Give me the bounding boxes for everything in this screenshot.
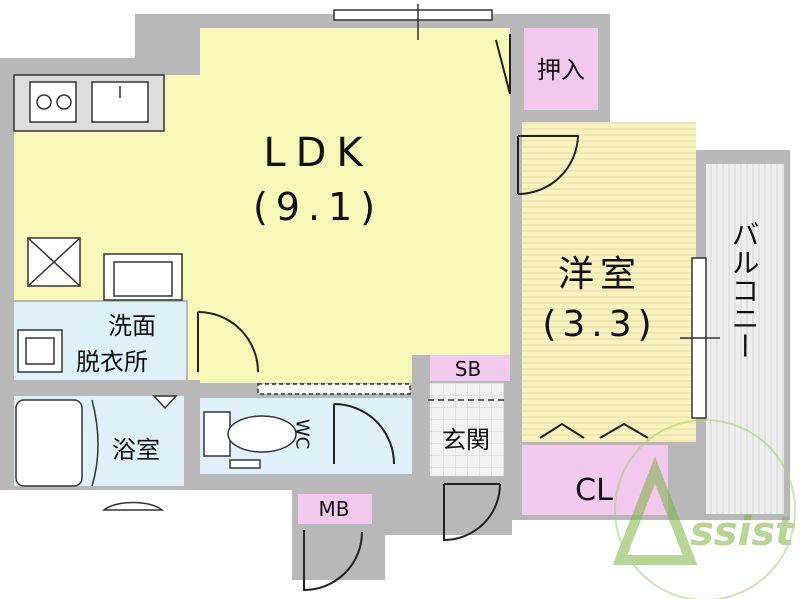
oshiire-label: 押入 [537,56,585,84]
labels: LDK (9.1) 洋室 (3.3) 押入 CL 洗面 脱衣所 浴室 玄関 SB… [76,56,761,521]
bathtub [15,399,83,487]
washroom-door [197,311,259,373]
svg-text:ssist: ssist [690,509,796,555]
entrance-label: 玄関 [442,426,490,454]
western-room-floor [518,122,696,442]
ldk-name: LDK [263,130,372,176]
toilet-handrail [229,459,261,469]
kitchen [13,74,165,287]
balcony-label: バルコニー [728,220,761,360]
balcony-floor [706,164,784,514]
mb-label: MB [319,497,350,521]
assist-watermark-logo: ssist [612,419,796,599]
entrance-door [443,483,501,542]
sb-label: SB [455,357,481,381]
washroom-label-1: 洗面 [108,312,156,340]
sb-floor [430,355,510,381]
washroom-fixtures [17,253,183,373]
toilet-door [333,403,395,465]
washroom-label-2: 脱衣所 [76,348,148,376]
cl-door [539,422,649,439]
doors [197,34,649,592]
mb-door [303,530,363,592]
top-window [333,9,493,21]
mb-floor [298,494,372,524]
toilet-tank [203,411,231,457]
toilet-bowl [227,415,297,453]
burner-icon [36,94,52,110]
toilet-fixtures [203,383,411,469]
burner-icon [56,94,72,110]
western-size: (3.3) [542,304,657,345]
western-name: 洋室 [558,254,642,295]
oshiire-door [495,34,511,95]
bath-fixtures [15,395,178,511]
bathroom-label: 浴室 [112,436,160,464]
cl-label: CL [575,473,613,508]
western-door [517,135,580,195]
windows [333,4,720,419]
ldk-size: (9.1) [253,185,383,229]
entrance-floor [428,383,504,476]
oshiire-floor [524,28,598,110]
wc-label: WC [292,419,313,449]
